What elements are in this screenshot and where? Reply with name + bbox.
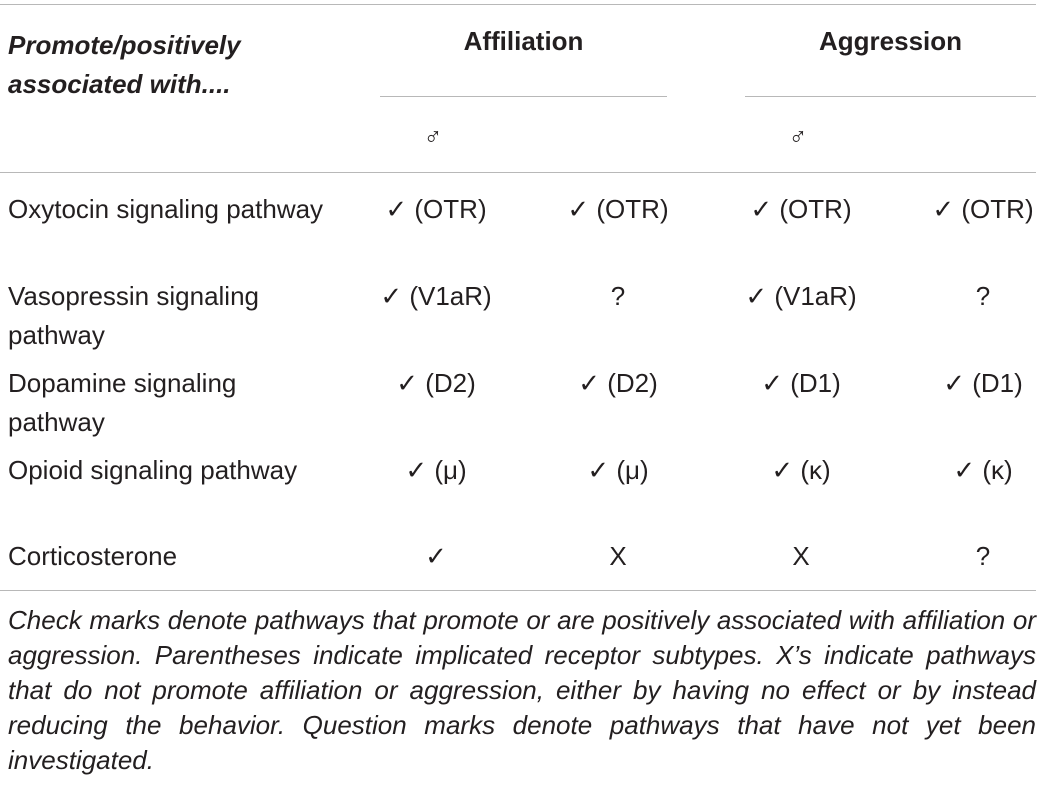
table-cell: ✓ (μ) — [587, 455, 649, 485]
table-cell: ✓ (D2) — [396, 368, 476, 398]
table-cell: ✓ (D1) — [761, 368, 841, 398]
table-cell: ✓ (OTR) — [750, 194, 852, 224]
row-label-dopamine: Dopamine signaling pathway — [8, 368, 237, 437]
table-cell: ✓ (V1aR) — [745, 281, 857, 311]
table-bottom-rule — [0, 590, 1036, 591]
table-cell: ✓ (V1aR) — [380, 281, 492, 311]
row-label-opioid: Opioid signaling pathway — [8, 455, 298, 485]
table-cell: ✓ (OTR) — [385, 194, 487, 224]
header-bottom-rule — [0, 172, 1036, 173]
table-cell: ✓ (κ) — [771, 455, 831, 485]
group-header-aggression: Aggression — [818, 26, 963, 56]
male-symbol-affiliation: ♂ — [423, 123, 443, 151]
aggression-underline — [745, 96, 1036, 97]
table-cell: ✓ (μ) — [405, 455, 467, 485]
group-header-affiliation: Affiliation — [463, 26, 584, 56]
table-cell: ✓ (OTR) — [932, 194, 1034, 224]
table-cell: ✓ (D1) — [943, 368, 1023, 398]
affiliation-underline — [380, 96, 667, 97]
table-top-rule — [0, 4, 1036, 5]
male-symbol-aggression: ♂ — [788, 123, 808, 151]
row-label-oxytocin: Oxytocin signaling pathway — [8, 194, 324, 224]
row-label-vasopressin: Vasopressin signaling pathway — [8, 281, 259, 350]
table-cell: ✓ (D2) — [578, 368, 658, 398]
row-label-corticosterone: Corticosterone — [8, 541, 178, 571]
table-cell: ? — [975, 281, 991, 311]
table-cell: ✓ — [425, 541, 447, 571]
table-cell: ? — [610, 281, 626, 311]
table-cell: ? — [975, 541, 991, 571]
corner-header: Promote/positively associated with.... — [8, 30, 241, 99]
table-cell: ✓ (OTR) — [567, 194, 669, 224]
table-footnote: Check marks denote pathways that promote… — [8, 605, 1036, 775]
table-cell: ✓ (κ) — [953, 455, 1013, 485]
table-cell: X — [792, 541, 810, 571]
table-cell: X — [609, 541, 627, 571]
